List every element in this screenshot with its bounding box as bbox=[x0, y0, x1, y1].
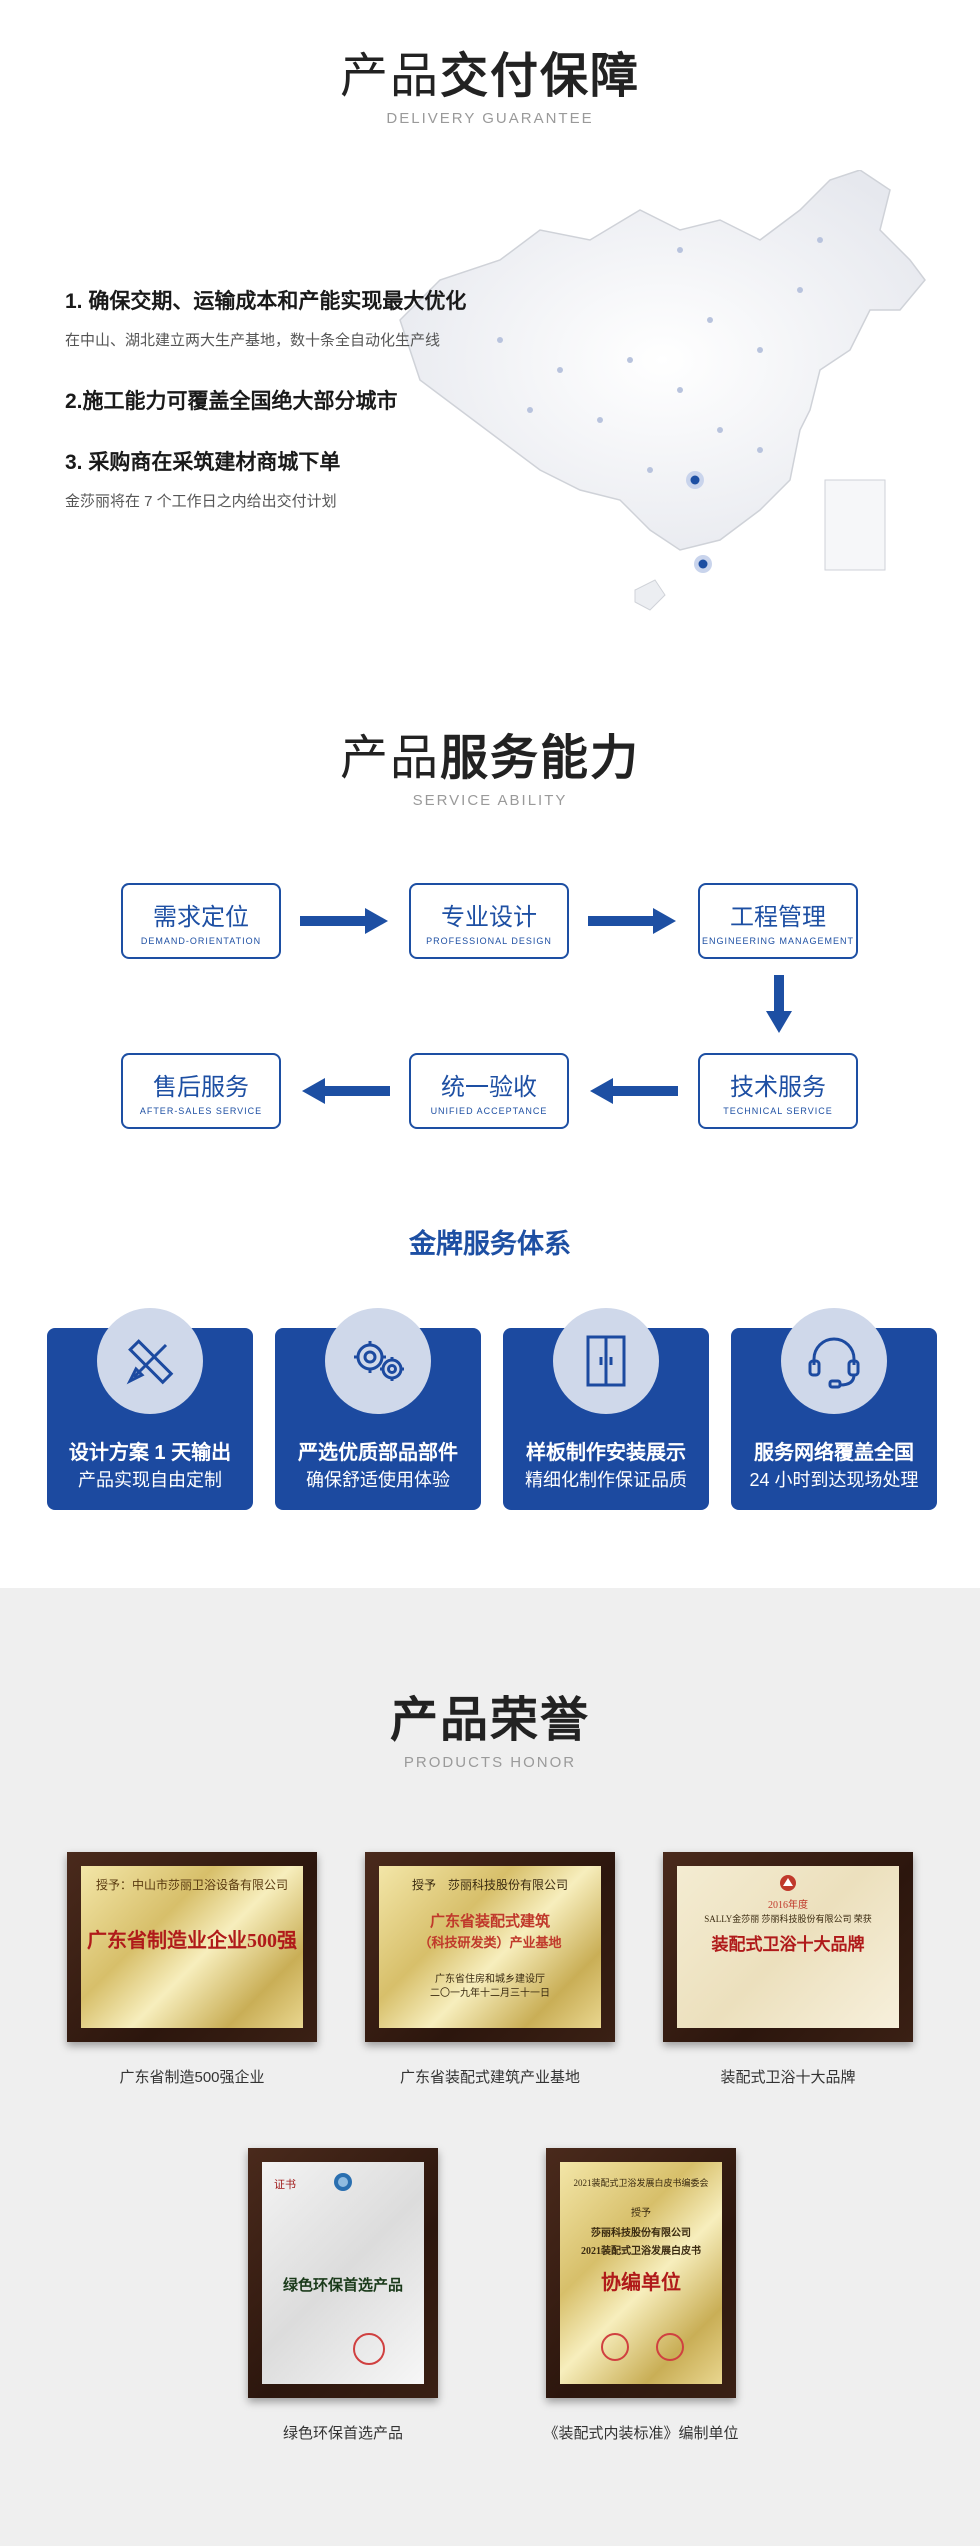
flow-step-label: 技术服务 bbox=[730, 1074, 826, 1101]
card-desc: 精细化制作保证品质 bbox=[525, 1470, 687, 1490]
gears-icon bbox=[354, 1341, 404, 1381]
arrow-right-icon bbox=[588, 908, 676, 934]
flow-step-design: 专业设计 PROFESSIONAL DESIGN bbox=[409, 883, 569, 959]
card-desc: 24 小时到达现场处理 bbox=[749, 1470, 919, 1490]
award-emblem-icon bbox=[780, 1875, 796, 1891]
card-title: 服务网络覆盖全国 bbox=[754, 1442, 914, 1464]
honor-section-title: 产品荣誉 PRODUCTS HONOR bbox=[0, 1680, 980, 1771]
service-subtitle: SERVICE ABILITY bbox=[412, 792, 568, 809]
ruler-pencil-icon bbox=[126, 1339, 174, 1385]
service-heading: 产品服务能力 bbox=[339, 732, 641, 785]
flow-step-label: 工程管理 bbox=[730, 904, 826, 931]
card-title: 设计方案 1 天输出 bbox=[68, 1442, 232, 1464]
flow-step-sublabel: AFTER-SALES SERVICE bbox=[139, 1106, 263, 1116]
delivery-item-2: 2.施工能力可覆盖全国绝大部分城市 bbox=[65, 385, 398, 415]
flow-step-sublabel: TECHNICAL SERVICE bbox=[723, 1106, 833, 1116]
card-desc: 产品实现自由定制 bbox=[78, 1470, 222, 1490]
delivery-item-1: 1. 确保交期、运输成本和产能实现最大优化 在中山、湖北建立两大生产基地，数十条… bbox=[65, 285, 466, 350]
card-title: 严选优质部品部件 bbox=[298, 1442, 458, 1464]
door-icon bbox=[586, 1335, 626, 1387]
award-title: 广东省制造业企业500强 bbox=[87, 1930, 297, 1952]
award-text: 广东省住房和城乡建设厅 bbox=[435, 1974, 545, 1985]
service-card-parts: 严选优质部品部件 确保舒适使用体验 bbox=[275, 1308, 481, 1510]
award-caption: 绿色环保首选产品 bbox=[282, 2425, 403, 2442]
arrow-down-icon bbox=[766, 975, 792, 1033]
delivery-item-heading: 3. 采购商在采筑建材商城下单 bbox=[65, 451, 341, 474]
honor-heading: 产品荣誉 bbox=[389, 1694, 590, 1747]
award-caption: 装配式卫浴十大品牌 bbox=[720, 2069, 856, 2086]
award-plaque: 证书 绿色环保首选产品 bbox=[248, 2148, 438, 2398]
arrow-right-icon bbox=[300, 908, 388, 934]
flow-step-sublabel: DEMAND-ORIENTATION bbox=[140, 936, 262, 946]
award-plaque: 2016年度 SALLY金莎丽 莎丽科技股份有限公司 荣获 装配式卫浴十大品牌 bbox=[663, 1852, 913, 2042]
honor-section-background bbox=[0, 1588, 980, 2546]
flow-step-label: 专业设计 bbox=[441, 904, 537, 931]
flow-step-engineering: 工程管理 ENGINEERING MANAGEMENT bbox=[698, 883, 858, 959]
arrow-left-icon bbox=[302, 1078, 390, 1104]
award-text: SALLY金莎丽 莎丽科技股份有限公司 荣获 bbox=[704, 1914, 872, 1924]
flow-step-demand: 需求定位 DEMAND-ORIENTATION bbox=[121, 883, 281, 959]
honor-subtitle: PRODUCTS HONOR bbox=[403, 1754, 577, 1771]
delivery-item-desc: 在中山、湖北建立两大生产基地，数十条全自动化生产线 bbox=[65, 332, 441, 349]
award-text: 2016年度 bbox=[768, 1900, 808, 1911]
flow-step-label: 售后服务 bbox=[153, 1074, 249, 1101]
delivery-subtitle: DELIVERY GUARANTEE bbox=[386, 110, 594, 127]
award-text: 授予：中山市莎丽卫浴设备有限公司 bbox=[95, 1878, 288, 1892]
award-plaque: 2021装配式卫浴发展白皮书编委会 授予 莎丽科技股份有限公司 2021装配式卫… bbox=[546, 2148, 736, 2398]
certificate-seal-icon bbox=[334, 2173, 352, 2191]
flow-step-sublabel: ENGINEERING MANAGEMENT bbox=[701, 936, 854, 946]
award-text: 授予 bbox=[631, 2208, 651, 2219]
delivery-item-heading: 1. 确保交期、运输成本和产能实现最大优化 bbox=[65, 290, 467, 313]
award-title: 绿色环保首选产品 bbox=[282, 2278, 403, 2294]
arrow-left-icon bbox=[590, 1078, 678, 1104]
service-card-network: 服务网络覆盖全国 24 小时到达现场处理 bbox=[731, 1308, 937, 1510]
service-section-title: 产品服务能力 SERVICE ABILITY bbox=[0, 718, 980, 809]
china-map-image bbox=[399, 170, 926, 611]
delivery-heading: 产品交付保障 bbox=[339, 50, 641, 103]
award-title: 装配式卫浴十大品牌 bbox=[711, 1935, 865, 1954]
flow-step-acceptance: 统一验收 UNIFIED ACCEPTANCE bbox=[409, 1053, 569, 1129]
flow-step-sublabel: PROFESSIONAL DESIGN bbox=[426, 936, 552, 946]
red-stamp-icon bbox=[656, 2333, 684, 2361]
flow-step-label: 统一验收 bbox=[441, 1074, 537, 1101]
flow-step-technical: 技术服务 TECHNICAL SERVICE bbox=[698, 1053, 858, 1129]
card-desc: 确保舒适使用体验 bbox=[306, 1470, 450, 1490]
delivery-item-heading: 2.施工能力可覆盖全国绝大部分城市 bbox=[65, 390, 398, 413]
award-title: 广东省装配式建筑 bbox=[429, 1914, 550, 1930]
award-title: （科技研发类）产业基地 bbox=[418, 1935, 562, 1950]
headset-icon bbox=[808, 1337, 860, 1389]
award-text: 莎丽科技股份有限公司 bbox=[591, 2228, 691, 2239]
award-caption: 广东省制造500强企业 bbox=[119, 2069, 265, 2086]
award-text: 二〇一九年十二月三十一日 bbox=[430, 1988, 550, 1999]
award-text: 授予 莎丽科技股份有限公司 bbox=[411, 1878, 568, 1892]
award-title: 协编单位 bbox=[601, 2272, 681, 2294]
flow-step-aftersales: 售后服务 AFTER-SALES SERVICE bbox=[121, 1053, 281, 1129]
service-card-sample: 样板制作安装展示 精细化制作保证品质 bbox=[503, 1308, 709, 1510]
award-caption: 《装配式内装标准》编制单位 bbox=[543, 2425, 739, 2442]
award-caption: 广东省装配式建筑产业基地 bbox=[399, 2069, 580, 2086]
award-text: 2021装配式卫浴发展白皮书 bbox=[581, 2246, 701, 2257]
award-plaque: 授予：中山市莎丽卫浴设备有限公司 广东省制造业企业500强 bbox=[67, 1852, 317, 2042]
flow-step-label: 需求定位 bbox=[153, 904, 249, 931]
award-plaque: 授予 莎丽科技股份有限公司 广东省装配式建筑 （科技研发类）产业基地 广东省住房… bbox=[365, 1852, 615, 2042]
red-stamp-icon bbox=[353, 2333, 385, 2365]
delivery-item-3: 3. 采购商在采筑建材商城下单 金莎丽将在 7 个工作日之内给出交付计划 bbox=[65, 446, 340, 511]
red-stamp-icon bbox=[601, 2333, 629, 2361]
delivery-section-title: 产品交付保障 DELIVERY GUARANTEE bbox=[0, 36, 980, 127]
award-text: 证书 bbox=[274, 2179, 296, 2191]
flow-step-sublabel: UNIFIED ACCEPTANCE bbox=[430, 1106, 548, 1116]
service-card-design: 设计方案 1 天输出 产品实现自由定制 bbox=[47, 1308, 253, 1510]
delivery-item-desc: 金莎丽将在 7 个工作日之内给出交付计划 bbox=[65, 493, 337, 510]
gold-service-title: 金牌服务体系 bbox=[409, 1229, 571, 1259]
award-text: 2021装配式卫浴发展白皮书编委会 bbox=[573, 2178, 709, 2188]
card-title: 样板制作安装展示 bbox=[526, 1442, 686, 1464]
